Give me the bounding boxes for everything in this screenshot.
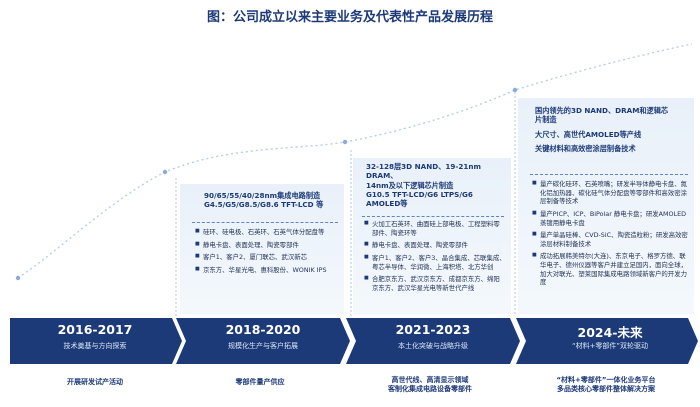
stage-4-items: 量产碳化硅环、石英喷嘴；研发半导体静电卡盘、氮化铝加热器、碳化硅气体分配盘等零部… <box>532 180 690 291</box>
list-item: 量产碳化硅环、石英喷嘴；研发半导体静电卡盘、氮化铝加热器、碳化硅气体分配盘等零部… <box>532 180 690 206</box>
chevron-stage-2 <box>176 318 350 364</box>
stage-4-caption: “材料+零部件”一体化业务平台 多品类核心零部件整体解决方案 <box>556 376 656 394</box>
stage-3-tech: 32-128层3D NAND、19-21nm DRAM、 14nm及以下逻辑芯片… <box>366 162 481 209</box>
stage-2-caption: 零部件量产供应 <box>235 378 285 386</box>
chevron-stage-4 <box>516 318 698 364</box>
curve-node <box>162 169 168 175</box>
page-title: 图：公司成立以来主要业务及代表性产品发展历程 <box>206 10 493 25</box>
stage-2-year: 2018-2020 <box>225 322 301 337</box>
stage-3-subtitle: 本土化突破与战略升级 <box>398 342 468 350</box>
list-item: 量产单晶硅棒、CVD-SiC、陶瓷造粒粉；研发高效密涂层材料制备技术 <box>532 231 690 248</box>
stage-3-divider <box>362 216 504 217</box>
stage-4-tech: 国内领先的3D NAND、DRAM和逻辑芯 片制造 大尺寸、高世代AMOLED等… <box>535 106 669 154</box>
list-item: 火加工石英环、曲面硅上部电极、工程塑料零部件、陶瓷环等 <box>364 220 506 237</box>
list-item: 硅环、硅电极、石英环、石英气体分配盘等 <box>195 228 337 237</box>
list-item: 客户1、客户2、厦门联芯、武汉新芯 <box>195 253 337 262</box>
list-item: 成功拓展韩美特尔(大连)、东京电子、格罗方德、联华电子、德州仪器等客户并建立足国… <box>532 252 690 287</box>
curve-node <box>342 139 348 145</box>
stage-3-items: 火加工石英环、曲面硅上部电极、工程塑料零部件、陶瓷环等 静电卡盘、表面处理、陶瓷… <box>364 220 506 296</box>
list-item: 客户1、客户2、客户3、晶合集成、芯联集成、粤芯半导体、华润微、上海积塔、北方华… <box>364 254 506 271</box>
stage-1-caption: 开展研发试产活动 <box>67 378 123 386</box>
stage-2-tech: 90/65/55/40/28nm集成电路制造 G4.5/G5/G8.5/G8.6… <box>204 191 324 210</box>
stage-4-subtitle: “材料+零部件”双轮驱动 <box>571 342 649 350</box>
stage-1-year: 2016-2017 <box>57 322 133 337</box>
stage-1-subtitle: 技术奠基与方向探索 <box>63 342 127 350</box>
curve-node <box>512 87 518 93</box>
chevron-stage-1 <box>10 318 182 364</box>
stage-3-caption: 高世代线、高清显示领域 客制化集成电路设备零部件 <box>388 376 472 394</box>
stage-3-year: 2021-2023 <box>395 322 471 337</box>
list-item: 量产PICP、ICP、BiPolar 静电卡盘；研发AMOLED 蒸镀用静电卡盘 <box>532 210 690 227</box>
stage-4-year: 2024-未来 <box>577 325 643 340</box>
stage-2-subtitle: 规模化生产与客户拓展 <box>228 342 298 350</box>
list-item: 静电卡盘、表面处理、陶瓷零部件 <box>364 241 506 250</box>
stage-2-items: 硅环、硅电极、石英环、石英气体分配盘等 静电卡盘、表面处理、陶瓷零部件 客户1、… <box>195 228 337 279</box>
stage-4-divider <box>530 174 688 175</box>
curve-node <box>15 275 21 281</box>
list-item: 合肥京东方、武汉京东方、成都京东方、绵阳京东方、武汉华星光电等新世代产线 <box>364 275 506 292</box>
list-item: 京东方、华星光电、惠科股份、WONIK IPS <box>195 266 337 275</box>
stage-2-divider <box>192 222 338 223</box>
list-item: 静电卡盘、表面处理、陶瓷零部件 <box>195 241 337 250</box>
chevron-stage-3 <box>346 318 520 364</box>
